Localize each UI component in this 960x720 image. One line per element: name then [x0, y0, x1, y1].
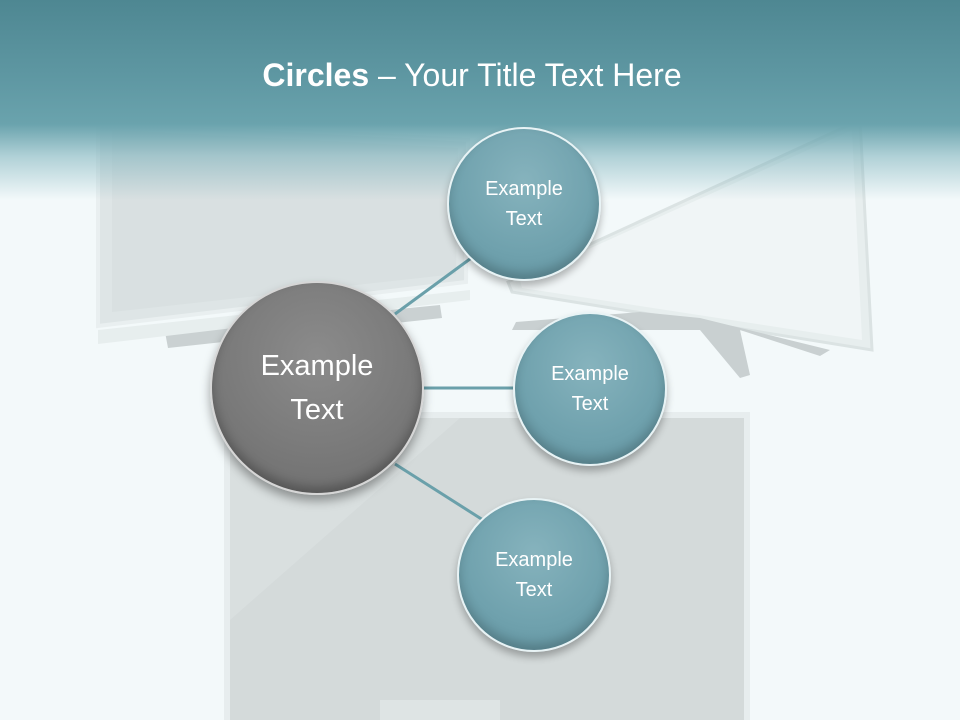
middle-circle-line1: Example: [551, 363, 629, 385]
top-circle-line2: Text: [505, 208, 543, 230]
main-circle-line2: Text: [290, 394, 344, 426]
connector-bottom: [394, 462, 484, 522]
middle-circle: Example Text: [513, 312, 667, 466]
connector-top: [394, 254, 475, 316]
top-circle: Example Text: [447, 127, 601, 281]
bottom-circle: Example Text: [457, 498, 611, 652]
title-bold: Circles: [262, 57, 370, 93]
title-rest: – Your Title Text Here: [369, 57, 682, 93]
main-circle-line1: Example: [260, 350, 374, 382]
middle-circle-line2: Text: [571, 393, 609, 415]
main-circle: Example Text: [210, 281, 424, 495]
top-circle-line1: Example: [485, 178, 563, 200]
bottom-circle-line2: Text: [515, 579, 553, 601]
bottom-circle-line1: Example: [495, 549, 573, 571]
slide-title: Circles – Your Title Text Here: [0, 52, 944, 98]
